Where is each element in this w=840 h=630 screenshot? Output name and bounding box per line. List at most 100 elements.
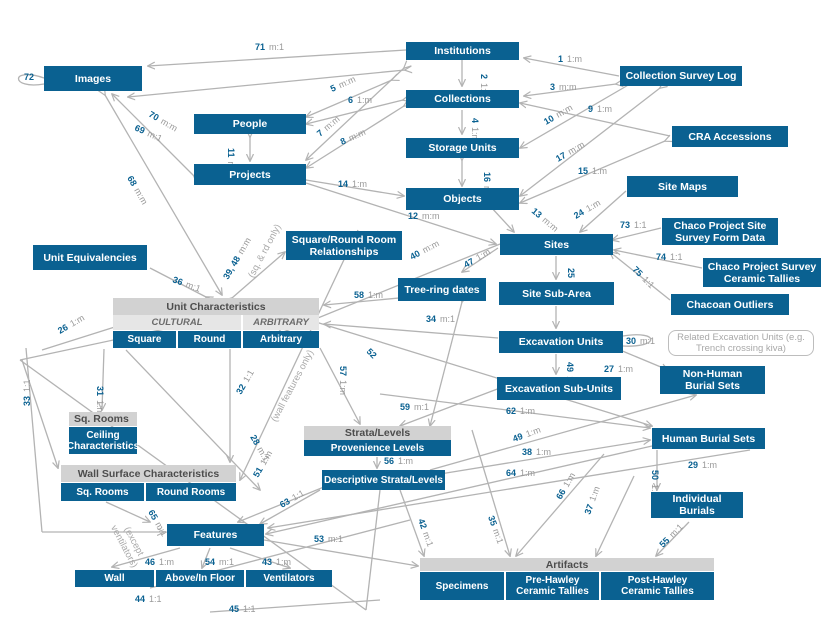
entity-chaco-ceramic-tallies[interactable]: Chaco Project Survey Ceramic Tallies — [703, 258, 821, 287]
entity-excavation-sub-units[interactable]: Excavation Sub-Units — [497, 377, 621, 400]
wall-surface-sq-rooms[interactable]: Sq. Rooms — [61, 483, 144, 501]
entity-chacoan-outliers[interactable]: Chacoan Outliers — [671, 294, 789, 315]
entity-site-maps[interactable]: Site Maps — [627, 176, 738, 197]
entity-sites[interactable]: Sites — [500, 234, 613, 255]
unit-characteristics-arbitrary-label: ARBITRARY — [243, 315, 319, 330]
entity-site-sub-area[interactable]: Site Sub-Area — [499, 282, 614, 305]
entity-collections[interactable]: Collections — [406, 90, 519, 108]
relationship-label: 311:m — [95, 386, 105, 415]
relationship-label: 501:m — [650, 470, 660, 499]
entity-unit-equivalencies[interactable]: Unit Equivalencies — [33, 245, 147, 270]
group-artifacts-title: Artifacts — [420, 558, 714, 571]
relationship-label: 661:m — [554, 471, 577, 501]
relationship-label: 371:m — [582, 485, 601, 516]
artifacts-pre-hawley-ceramic-tallies[interactable]: Pre-Hawley Ceramic Tallies — [506, 572, 599, 600]
relationship-label: 491:m — [511, 425, 542, 444]
group-unit-characteristics-title: Unit Characteristics — [113, 298, 319, 315]
entity-storage-units[interactable]: Storage Units — [406, 138, 519, 158]
relationship-label: 331:1 — [22, 379, 32, 406]
entity-non-human-burial-sets[interactable]: Non-Human Burial Sets — [660, 366, 765, 394]
group-strata-levels-title: Strata/Levels — [304, 426, 451, 440]
relationship-label: 321:1 — [234, 368, 256, 396]
relationship-label: 511:m — [251, 449, 274, 479]
images-self-loop — [17, 73, 45, 86]
relationship-label: 8m:m — [339, 127, 367, 147]
relationship-label: 55m:1 — [657, 522, 685, 550]
excavation-units-self-loop — [622, 334, 652, 347]
relationship-label: 7m:m — [315, 114, 342, 139]
entity-cra-accessions[interactable]: CRA Accessions — [672, 126, 788, 147]
group-sq-rooms-title: Sq. Rooms — [69, 412, 137, 426]
feature-ventilators[interactable]: Ventilators — [246, 570, 332, 587]
entity-individual-burials[interactable]: Individual Burials — [651, 492, 743, 518]
relationship-label: 72 — [24, 72, 34, 82]
relationship-label: 571:m — [338, 366, 348, 395]
feature-above-in-floor[interactable]: Above/In Floor — [156, 570, 244, 587]
entity-collection-survey-log[interactable]: Collection Survey Log — [620, 66, 742, 86]
relationship-label: 471:m — [462, 247, 492, 270]
entity-institutions[interactable]: Institutions — [406, 42, 519, 60]
relationship-label: 35m:1 — [486, 514, 505, 545]
entity-objects[interactable]: Objects — [406, 188, 519, 210]
note-related-excavation-units: Related Excavation Units (e.g. Trench cr… — [668, 330, 814, 356]
relationship-label: 52 — [365, 346, 379, 360]
relationship-label: 69m:1 — [133, 123, 164, 144]
relationship-label: 241:m — [572, 198, 602, 221]
artifacts-specimens[interactable]: Specimens — [420, 572, 504, 600]
sq-rooms-ceiling-characteristics[interactable]: Ceiling Characteristics — [67, 427, 139, 454]
group-wall-surface-title: Wall Surface Characteristics — [61, 465, 236, 482]
artifacts-post-hawley-ceramic-tallies[interactable]: Post-Hawley Ceramic Tallies — [601, 572, 714, 600]
unit-characteristics-round[interactable]: Round — [178, 331, 241, 348]
entity-projects[interactable]: Projects — [194, 164, 306, 185]
relationship-label: 41:m — [470, 118, 480, 142]
relationship-label: 13m:m — [530, 206, 561, 234]
entity-chaco-site-survey[interactable]: Chaco Project Site Survey Form Data — [662, 218, 778, 245]
relationship-label: 42m:1 — [416, 517, 435, 548]
feature-wall[interactable]: Wall — [75, 570, 154, 587]
relationship-label: 261:m — [56, 313, 86, 336]
entity-images[interactable]: Images — [44, 66, 142, 91]
relationship-label: 65m:1 — [146, 508, 169, 538]
entity-people[interactable]: People — [194, 114, 306, 134]
unit-characteristics-cultural-label: CULTURAL — [113, 315, 241, 330]
relationship-label: 17m:m — [554, 139, 586, 163]
relationship-label: 68m:m — [125, 174, 149, 206]
strata-provenience-levels[interactable]: Provenience Levels — [304, 440, 451, 456]
relationship-label: 751:1 — [631, 264, 657, 290]
entity-room-relationships[interactable]: Square/Round Room Relationships — [286, 231, 402, 260]
strata-descriptive-levels[interactable]: Descriptive Strata/Levels — [322, 470, 445, 490]
entity-human-burial-sets[interactable]: Human Burial Sets — [652, 428, 765, 449]
entity-tree-ring-dates[interactable]: Tree-ring dates — [398, 278, 486, 301]
entity-features[interactable]: Features — [167, 524, 264, 546]
unit-characteristics-arbitrary[interactable]: Arbitrary — [243, 331, 319, 348]
entity-excavation-units[interactable]: Excavation Units — [499, 331, 623, 353]
unit-characteristics-square[interactable]: Square — [113, 331, 176, 348]
relationship-label: 40m:m — [408, 238, 441, 262]
wall-surface-round-rooms[interactable]: Round Rooms — [146, 483, 236, 501]
